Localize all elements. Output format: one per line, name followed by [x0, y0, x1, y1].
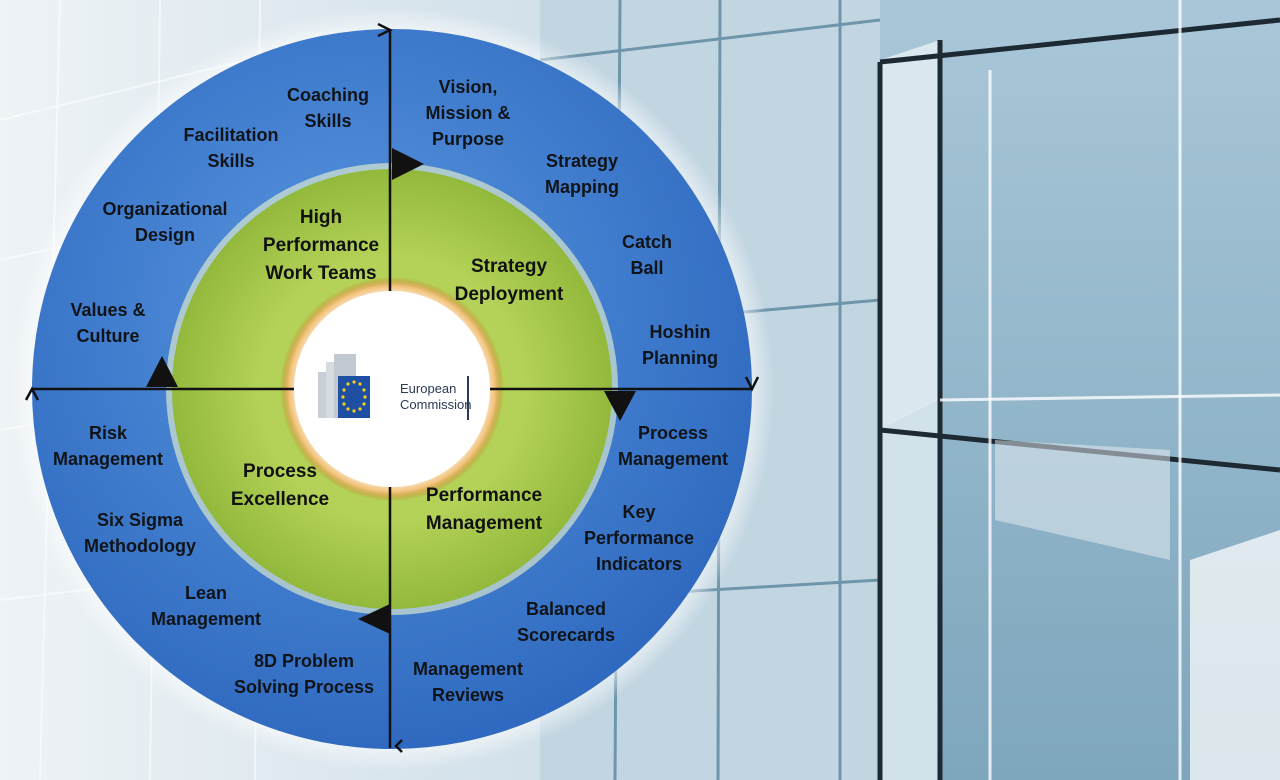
- flag-triangle-left: [146, 356, 178, 387]
- label-line: Management: [52, 449, 164, 469]
- title-line: Work Teams: [265, 263, 377, 284]
- label-line: Strategy: [545, 151, 619, 171]
- flag-triangle-right: [604, 391, 636, 421]
- label-line: Mission &: [425, 103, 511, 123]
- flag-triangle-top: [392, 148, 424, 180]
- axis-arrow-right: [744, 376, 760, 392]
- outer-label-lean-management: Lean Management: [151, 580, 261, 632]
- label-line: Culture: [76, 326, 140, 346]
- label-line: Coaching: [286, 85, 370, 105]
- label-line: Facilitation: [183, 125, 279, 145]
- logo-text: European Commission: [400, 381, 472, 413]
- label-line: Lean: [184, 583, 227, 603]
- label-line: Skills: [304, 111, 352, 131]
- label-line: Organizational: [102, 199, 228, 219]
- outer-label-organizational-design: Organizational Design: [102, 196, 227, 248]
- outer-label-8d-problem-solving-process: 8D Problem Solving Process: [234, 648, 374, 700]
- label-line: Planning: [642, 348, 718, 368]
- outer-label-balanced-scorecards: Balanced Scorecards: [517, 596, 615, 648]
- outer-label-values-culture: Values & Culture: [70, 297, 145, 349]
- logo-text-line: European: [400, 381, 457, 396]
- outer-label-key-performance-indicators: Key Performance Indicators: [584, 499, 694, 577]
- title-line: Strategy: [470, 256, 548, 277]
- quadrant-title-process-excellence: Process Excellence: [231, 458, 329, 514]
- label-line: Management: [150, 609, 262, 629]
- title-line: Excellence: [230, 489, 330, 510]
- title-line: Management: [425, 513, 543, 534]
- label-line: Skills: [207, 151, 255, 171]
- outer-label-facilitation-skills: Facilitation Skills: [183, 122, 278, 174]
- label-line: Reviews: [431, 685, 505, 705]
- outer-label-process-management: Process Management: [618, 420, 728, 472]
- center-disc: [294, 291, 490, 487]
- label-line: Indicators: [595, 554, 683, 574]
- label-line: Key: [622, 502, 656, 522]
- label-line: Purpose: [431, 129, 505, 149]
- axis-arrow-left: [24, 386, 40, 401]
- label-line: Six Sigma: [96, 510, 184, 530]
- outer-label-hoshin-planning: Hoshin Planning: [642, 319, 718, 371]
- axis-arrow-bottom: [394, 739, 403, 753]
- label-line: Scorecards: [516, 625, 616, 645]
- outer-label-coaching-skills: Coaching Skills: [287, 82, 369, 134]
- label-line: Balanced: [525, 599, 607, 619]
- outer-label-vision-mission-purpose: Vision, Mission & Purpose: [425, 74, 510, 152]
- label-line: Solving Process: [233, 677, 375, 697]
- label-line: Catch: [621, 232, 673, 252]
- label-line: Hoshin: [649, 322, 711, 342]
- title-line: Process: [243, 461, 317, 482]
- outer-label-catch-ball: Catch Ball: [622, 229, 672, 281]
- title-line: Deployment: [454, 284, 564, 305]
- quadrant-title-high-performance-work-teams: High Performance Work Teams: [263, 204, 379, 288]
- label-line: Management: [412, 659, 524, 679]
- label-line: Process: [637, 423, 709, 443]
- label-line: Vision,: [438, 77, 498, 97]
- outer-label-strategy-mapping: Strategy Mapping: [545, 148, 619, 200]
- label-line: 8D Problem: [253, 651, 355, 671]
- quadrant-title-performance-management: Performance Management: [426, 482, 542, 538]
- outer-label-six-sigma-methodology: Six Sigma Methodology: [84, 507, 196, 559]
- outer-label-risk-management: Risk Management: [53, 420, 163, 472]
- label-line: Risk: [88, 423, 128, 443]
- title-line: Performance: [262, 235, 380, 256]
- outer-label-management-reviews: Management Reviews: [413, 656, 523, 708]
- label-line: Methodology: [84, 536, 196, 556]
- flag-triangle-bottom: [358, 604, 390, 634]
- label-line: Management: [617, 449, 729, 469]
- logo-text-line: Commission: [400, 397, 472, 412]
- label-line: Values &: [70, 300, 146, 320]
- quadrant-title-strategy-deployment: Strategy Deployment: [455, 253, 564, 309]
- axis-arrow-top: [377, 22, 393, 38]
- label-line: Design: [134, 225, 196, 245]
- label-line: Mapping: [545, 177, 619, 197]
- label-line: Performance: [583, 528, 695, 548]
- title-line: Performance: [425, 485, 543, 506]
- title-line: High: [299, 207, 343, 228]
- label-line: Ball: [630, 258, 664, 278]
- european-commission-logo: [318, 354, 469, 420]
